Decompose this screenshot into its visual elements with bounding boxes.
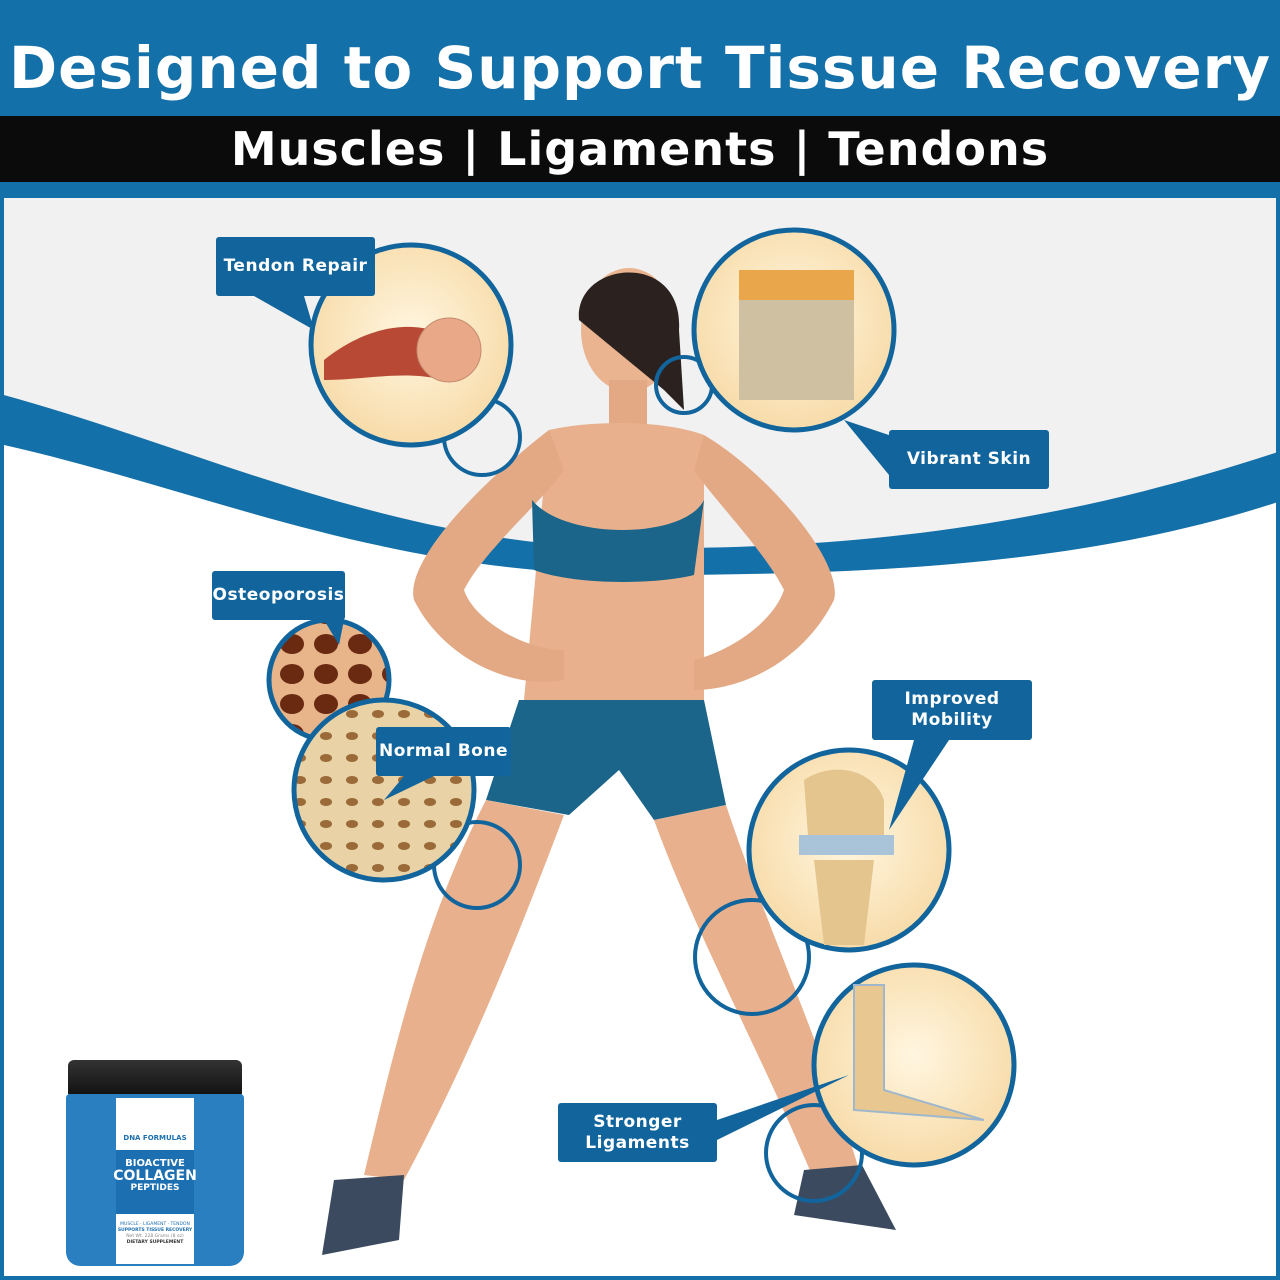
callout-improved-mobility: Improved Mobility	[872, 680, 1032, 740]
page-title: Designed to Support Tissue Recovery	[0, 0, 1280, 116]
jar-lid	[68, 1060, 242, 1096]
illustration-details	[324, 270, 985, 1121]
infographic-stage: Tendon Repair Vibrant Skin Osteoporosis …	[0, 198, 1280, 1280]
callout-tendon-repair: Tendon Repair	[216, 237, 375, 296]
product-line2: COLLAGEN	[113, 1168, 197, 1184]
product-tagline: MUSCLE · LIGAMENT · TENDON	[120, 1222, 190, 1227]
model-figure	[322, 268, 896, 1255]
product-line1: BIOACTIVE	[125, 1158, 185, 1169]
supplement-type: DIETARY SUPPLEMENT	[126, 1240, 184, 1245]
brand-name: DNA FORMULAS	[123, 1134, 187, 1142]
ankle-illustration	[811, 962, 1017, 1168]
jar-bottom-panel: MUSCLE · LIGAMENT · TENDON SUPPORTS TISS…	[116, 1214, 194, 1264]
product-jar: DNA FORMULAS BIOACTIVE COLLAGEN PEPTIDES…	[66, 1060, 244, 1266]
callout-normal-bone: Normal Bone	[376, 727, 511, 776]
callout-vibrant-skin: Vibrant Skin	[889, 430, 1049, 489]
product-claim: SUPPORTS TISSUE RECOVERY	[117, 1228, 193, 1233]
knee-marker	[693, 898, 811, 1016]
jar-label: DNA FORMULAS BIOACTIVE COLLAGEN PEPTIDES…	[66, 1094, 244, 1266]
wave-band	[4, 395, 1276, 575]
product-line3: PEPTIDES	[130, 1183, 180, 1193]
divider	[0, 182, 1280, 198]
callout-stronger-ligaments: Stronger Ligaments	[558, 1103, 717, 1162]
subtitle-band: Muscles | Ligaments | Tendons	[0, 116, 1280, 182]
callout-osteoporosis: Osteoporosis	[212, 571, 345, 620]
net-weight: Net Wt. 228 Grams (8 oz)	[126, 1234, 184, 1239]
